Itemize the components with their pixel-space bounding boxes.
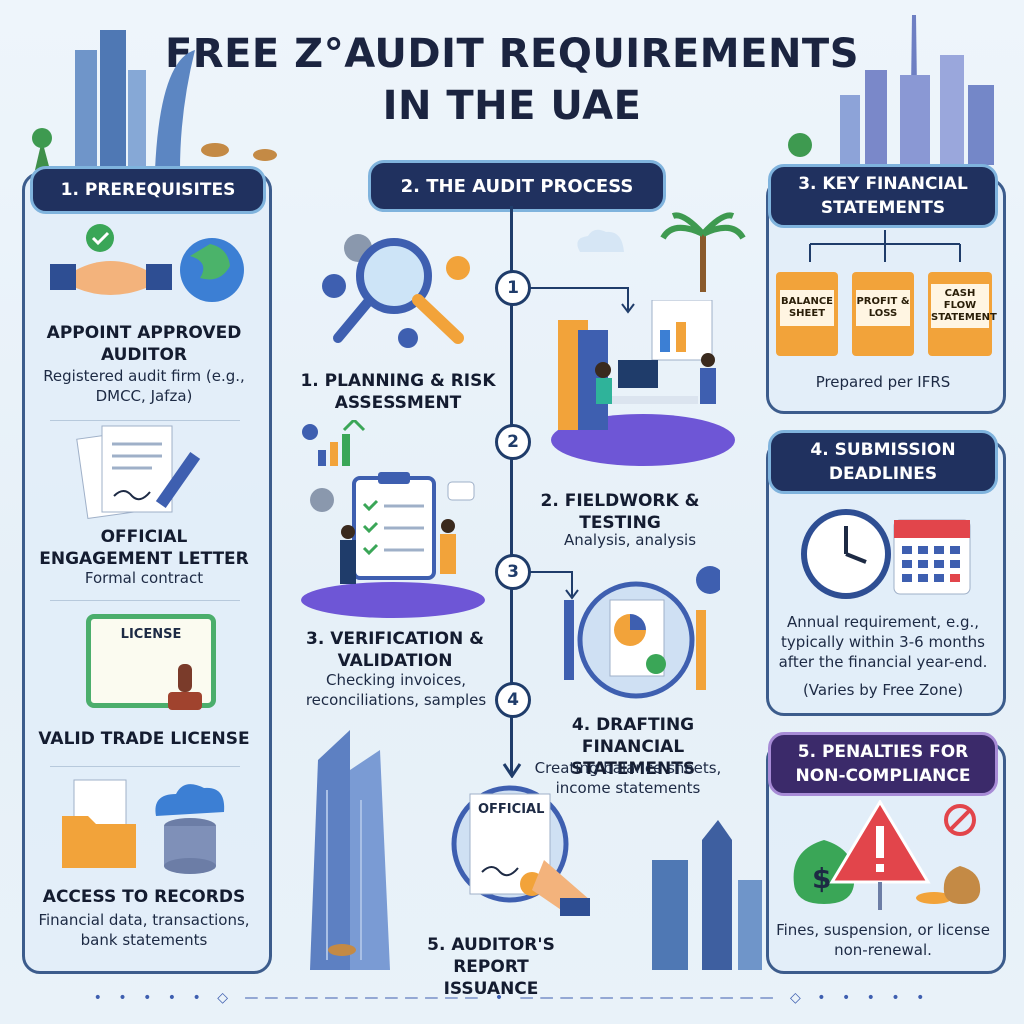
license-card-label: LICENSE — [120, 627, 182, 642]
dot-row-icon: • • • • • ◇ ———————————— • —————————————… — [93, 990, 931, 1006]
growth-chart-icon — [302, 420, 366, 466]
step-2-text: Analysis, analysis — [563, 531, 697, 549]
branch-arrows-icon — [809, 230, 961, 262]
palm-tree-icon — [660, 212, 746, 292]
skyline-left-icon — [32, 30, 277, 170]
handshake-icon — [50, 224, 244, 302]
prereq-engagement-text: Formal contract — [84, 569, 204, 587]
step-3-marker: 3 — [495, 554, 531, 590]
penalty-warning-icon: $ — [793, 800, 981, 910]
deadlines-header: 4. SUBMISSION DEADLINES — [768, 430, 998, 494]
financial-statements-icon — [564, 566, 720, 699]
timeline-arrow-icon — [502, 763, 522, 778]
official-report-icon — [451, 785, 590, 916]
folder-card: CASH FLOW STATEMENT — [931, 284, 997, 328]
decorative-dots: • • • • • ◇ ———————————— • —————————————… — [78, 990, 946, 1006]
deadlines-note: (Varies by Free Zone) — [802, 681, 964, 699]
title-line-1: FREE Z°AUDIT REQUIREMENTS — [164, 31, 860, 77]
step-1-marker: 1 — [495, 270, 531, 306]
folder-balance-sheet-label: BALANCE SHEET — [780, 296, 833, 319]
divider — [50, 766, 240, 767]
folder-card: PROFIT & LOSS — [856, 290, 910, 326]
step-2-title: 2. FIELDWORK & TESTING — [540, 491, 700, 533]
prereq-engagement-title: OFFICIAL ENGAGEMENT LETTER — [39, 527, 249, 569]
step-4-title: 4. DRAFTING FINANCIAL STATEMENTS — [570, 715, 696, 779]
step-5-title: 5. AUDITOR'S REPORT ISSUANCE — [427, 935, 555, 999]
folder-cash-flow-label: CASH FLOW STATEMENT — [931, 288, 997, 323]
skyline-right-icon — [788, 15, 994, 165]
stamp-icon — [168, 664, 202, 710]
step-4-text: Creating balance sheets, income statemen… — [534, 759, 722, 797]
timeline-line — [510, 206, 513, 776]
svg-text:$: $ — [812, 862, 831, 895]
folder-cloud-database-icon — [62, 779, 225, 874]
contract-pen-icon — [76, 425, 201, 520]
branch-arrow-icon — [512, 287, 635, 314]
prereq-records-text: Financial data, transactions, bank state… — [38, 911, 250, 949]
penalties-text: Fines, suspension, or license non-renewa… — [776, 921, 990, 959]
tower-right-icon — [652, 820, 762, 970]
step-1-title: 1. PLANNING & RISK ASSESSMENT — [300, 371, 496, 413]
folder-cash-flow: CASH FLOW STATEMENT — [928, 272, 997, 356]
page-title: FREE Z°AUDIT REQUIREMENTS IN THE UAE — [150, 28, 874, 132]
branch-arrow-icon — [512, 571, 579, 600]
office-fieldwork-icon — [551, 300, 735, 466]
step-2-marker: 2 — [495, 424, 531, 460]
step-3-title: 3. VERIFICATION & VALIDATION — [306, 629, 484, 671]
report-official-label: OFFICIAL — [478, 802, 545, 817]
clock-calendar-icon — [801, 509, 971, 599]
folder-profit-loss-label: PROFIT & LOSS — [856, 296, 910, 319]
audit-process-header: 2. THE AUDIT PROCESS — [368, 160, 666, 212]
folder-balance-sheet: BALANCE SHEET — [776, 272, 838, 356]
divider — [50, 600, 240, 601]
tower-left-icon — [310, 730, 390, 970]
prereq-records-title: ACCESS TO RECORDS — [42, 887, 246, 907]
prerequisites-header: 1. PREREQUISITES — [30, 166, 266, 214]
penalties-header: 5. PENALTIES FOR NON-COMPLIANCE — [768, 732, 998, 796]
magnifier-gears-icon — [322, 234, 470, 348]
folder-profit-loss: PROFIT & LOSS — [852, 272, 914, 356]
key-statements-note: Prepared per IFRS — [815, 373, 951, 391]
folder-card: BALANCE SHEET — [780, 290, 834, 326]
prereq-auditor-text: Registered audit firm (e.g., DMCC, Jafza… — [43, 367, 245, 405]
divider — [50, 420, 240, 421]
title-line-2: IN THE UAE — [382, 83, 642, 129]
step-3-text: Checking invoices, reconciliations, samp… — [305, 671, 487, 709]
cloud-icon — [577, 229, 624, 252]
step-4-marker: 4 — [495, 682, 531, 718]
prereq-license-title: VALID TRADE LICENSE — [38, 729, 250, 749]
checklist-verification-icon — [301, 472, 485, 618]
deadlines-text: Annual requirement, e.g., typically with… — [778, 613, 988, 671]
prereq-auditor-title: APPOINT APPROVED AUDITOR — [46, 323, 242, 365]
key-statements-header: 3. KEY FINANCIAL STATEMENTS — [768, 164, 998, 228]
